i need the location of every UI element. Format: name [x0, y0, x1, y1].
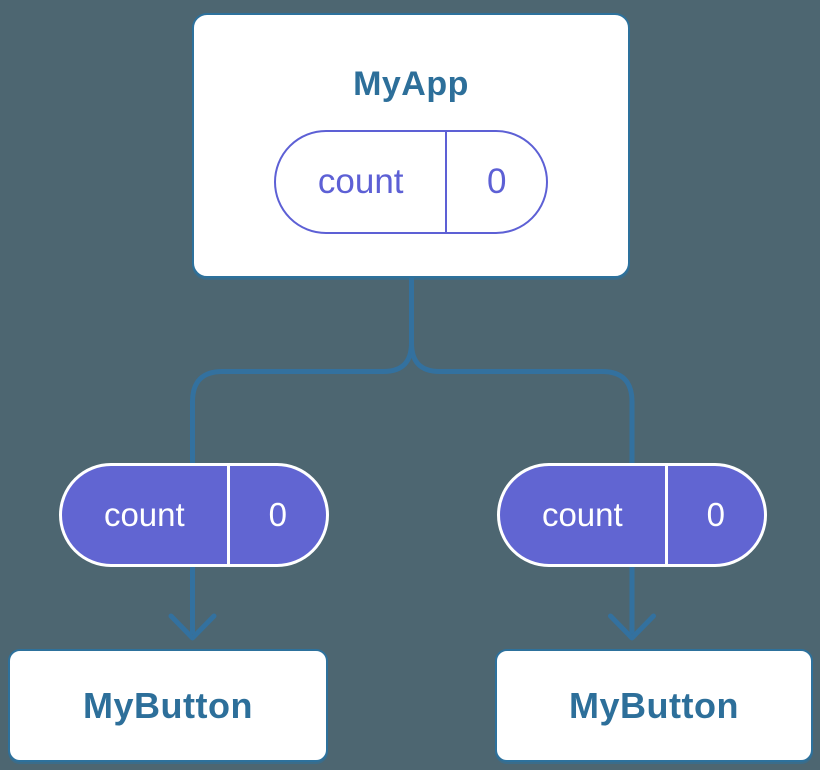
props-pill-right-value-cell: 0: [668, 466, 764, 564]
node-mybutton-right: MyButton: [495, 649, 813, 762]
props-pill-right-label: count: [541, 496, 623, 533]
props-pill-left-label: count: [103, 496, 185, 533]
node-mybutton-right-title: MyButton: [569, 684, 739, 726]
arrowhead-right-icon: [608, 613, 656, 641]
node-mybutton-left-title: MyButton: [83, 684, 253, 726]
state-pill-label: count: [317, 162, 404, 201]
props-pill-left: count 0: [59, 463, 329, 567]
connector-left-branch: [190, 278, 414, 634]
props-pill-left-label-cell: count: [62, 466, 230, 564]
props-pill-right-value: 0: [706, 496, 725, 533]
connector-right-branch: [409, 278, 635, 634]
props-pill-left-value-cell: 0: [230, 466, 326, 564]
props-pill-left-value: 0: [268, 496, 287, 533]
props-pill-right: count 0: [497, 463, 767, 567]
state-pill-label-cell: count: [276, 132, 448, 232]
node-myapp: MyApp count 0: [192, 13, 630, 278]
state-pill-value-cell: 0: [447, 132, 546, 232]
node-myapp-title: MyApp: [353, 65, 469, 103]
state-pill-value: 0: [486, 162, 507, 201]
props-pill-right-label-cell: count: [500, 466, 668, 564]
arrowhead-left-icon: [168, 613, 217, 641]
node-mybutton-left: MyButton: [8, 649, 328, 762]
state-pill: count 0: [274, 130, 548, 234]
